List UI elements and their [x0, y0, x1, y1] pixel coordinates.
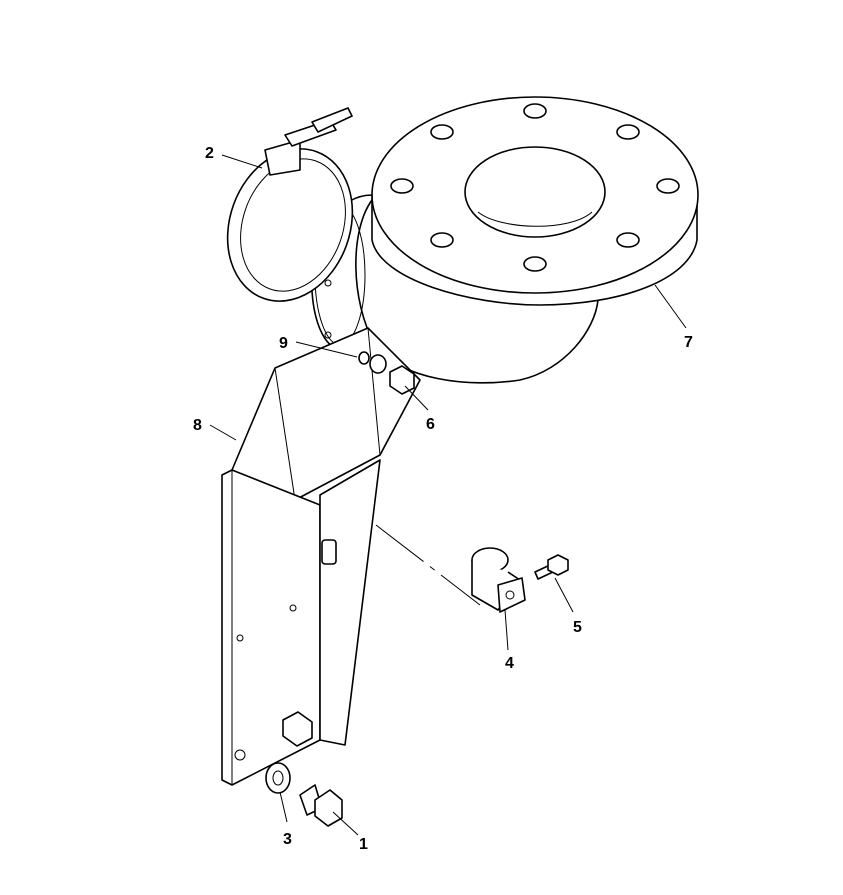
callout-1: 1 — [359, 836, 368, 853]
callout-4: 4 — [505, 655, 514, 672]
flange-bolt-holes — [390, 103, 680, 272]
callout-9: 9 — [279, 335, 288, 352]
callout-3: 3 — [283, 831, 292, 848]
v-band-clamp-part-2 — [226, 107, 354, 302]
callout-2: 2 — [205, 145, 214, 162]
mounting-bracket-part-8 — [221, 327, 421, 786]
callout-6: 6 — [426, 416, 435, 433]
leader-lines — [209, 154, 687, 836]
washer-part-9 — [358, 351, 387, 374]
elbow-flange-part-7 — [310, 96, 699, 384]
bolt-part-6 — [389, 365, 415, 395]
callout-7: 7 — [684, 334, 693, 351]
pipe-clamp-part-4 — [471, 547, 526, 613]
callout-8: 8 — [193, 417, 202, 434]
bolt-part-1 — [299, 784, 343, 827]
washer-part-3 — [265, 762, 291, 794]
screw-part-5 — [534, 554, 569, 580]
callout-5: 5 — [573, 619, 582, 636]
